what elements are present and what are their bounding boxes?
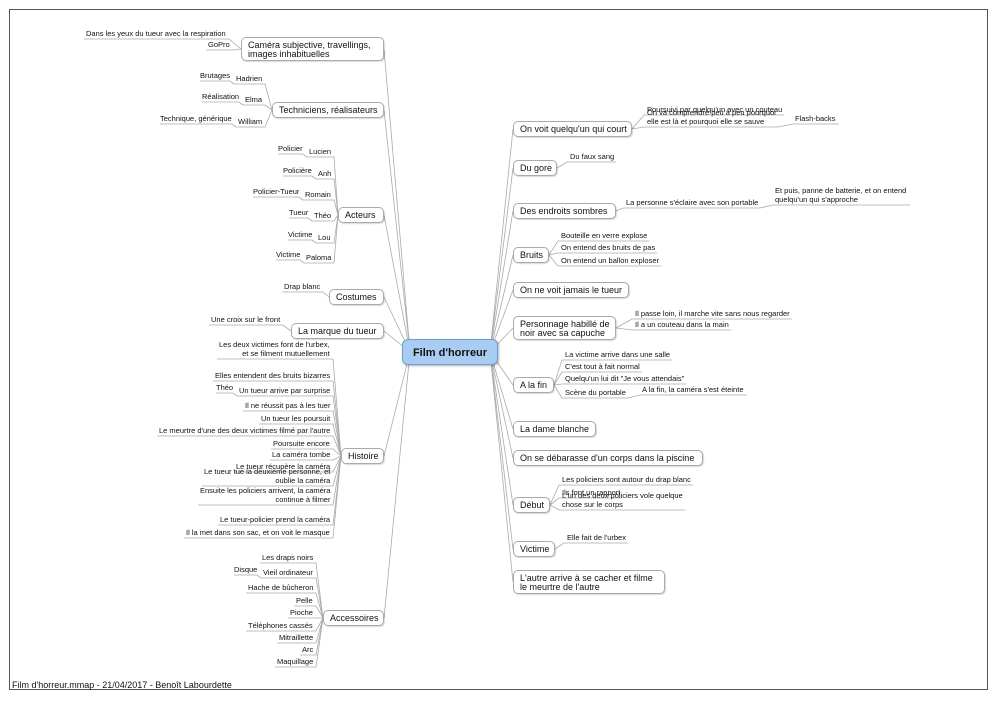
left-leaf: Dans les yeux du tueur avec la respirati… xyxy=(86,29,226,38)
left-subleaf: Théo xyxy=(216,383,234,392)
left-leaf: Pioche xyxy=(290,608,313,617)
left-leaf: Ensuite les policiers arrivent, la camér… xyxy=(200,486,331,504)
left-leaf: Le tueur tue la deuxième personne, et ou… xyxy=(204,467,331,485)
left-branch-6[interactable]: Accessoires xyxy=(323,610,384,626)
right-leaf: La victime arrive dans une salle xyxy=(565,350,671,359)
left-branch-2[interactable]: Acteurs xyxy=(338,207,384,223)
footer-caption: Film d'horreur.mmap - 21/04/2017 - Benoî… xyxy=(12,680,232,690)
right-branch-4[interactable]: On ne voit jamais le tueur xyxy=(513,282,629,298)
left-leaf: Le meurtre d'une des deux victimes filmé… xyxy=(159,426,331,435)
root-node[interactable]: Film d'horreur xyxy=(402,339,498,365)
left-leaf: Elles entendent des bruits bizarres xyxy=(215,371,331,380)
left-leaf: Hache de bûcheron xyxy=(248,583,314,592)
left-leaf: Théo xyxy=(314,211,332,220)
right-branch-7[interactable]: La dame blanche xyxy=(513,421,596,437)
left-leaf: Romain xyxy=(305,190,331,199)
left-leaf: Téléphones cassés xyxy=(248,621,313,630)
right-branch-2[interactable]: Des endroits sombres xyxy=(513,203,616,219)
left-leaf: Les draps noirs xyxy=(262,553,314,562)
right-branch-10[interactable]: Victime xyxy=(513,541,555,557)
right-leaf: On entend des bruits de pas xyxy=(561,243,656,252)
right-subleaf: A la fin, la caméra s'est éteinte xyxy=(642,385,744,394)
left-leaf: Les deux victimes font de l'urbex, et se… xyxy=(219,340,330,358)
left-leaf: Anh xyxy=(318,169,332,178)
right-leaf: C'est tout à fait normal xyxy=(565,362,640,371)
right-leaf: Il a un couteau dans la main xyxy=(635,320,729,329)
left-leaf: Hadrien xyxy=(236,74,263,83)
left-branch-4[interactable]: La marque du tueur xyxy=(291,323,384,339)
left-leaf: Une croix sur le front xyxy=(211,315,281,324)
left-subleaf: Policier xyxy=(278,144,303,153)
left-branch-3[interactable]: Costumes xyxy=(329,289,384,305)
left-subleaf: Technique, générique xyxy=(160,114,232,123)
left-branch-5[interactable]: Histoire xyxy=(341,448,384,464)
right-leaf: La personne s'éclaire avec son portable xyxy=(626,198,759,207)
left-leaf: Lucien xyxy=(309,147,332,156)
left-leaf: Le tueur-policier prend la caméra xyxy=(220,515,331,524)
left-leaf: William xyxy=(238,117,263,126)
left-leaf: Lou xyxy=(318,233,331,242)
left-subleaf: Victime xyxy=(276,250,301,259)
left-subleaf: Policier-Tueur xyxy=(253,187,300,196)
left-branch-0[interactable]: Caméra subjective, travellings, images i… xyxy=(241,37,384,61)
left-subleaf: Disque xyxy=(234,565,258,574)
right-leaf: Les policiers sont autour du drap blanc xyxy=(562,475,691,484)
left-leaf: Paloma xyxy=(306,253,332,262)
left-leaf: Il la met dans son sac, et on voit le ma… xyxy=(186,528,330,537)
right-leaf: Quelqu'un lui dit "Je vous attendais" xyxy=(565,374,685,383)
right-leaf: Elle fait de l'urbex xyxy=(567,533,626,542)
left-subleaf: Réalisation xyxy=(202,92,240,101)
left-leaf: Un tueur les poursuit xyxy=(261,414,331,423)
left-leaf: Pelle xyxy=(296,596,313,605)
right-leaf: Du faux sang xyxy=(570,152,615,161)
right-branch-1[interactable]: Du gore xyxy=(513,160,557,176)
right-subleaf: Flash-backs xyxy=(795,114,836,123)
right-subleaf: Et puis, panne de batterie, et on entend… xyxy=(775,186,907,204)
right-branch-3[interactable]: Bruits xyxy=(513,247,549,263)
right-branch-0[interactable]: On voit quelqu'un qui court xyxy=(513,121,632,137)
left-leaf: Un tueur arrive par surprise xyxy=(239,386,331,395)
left-leaf: Elma xyxy=(245,95,263,104)
right-leaf: Scène du portable xyxy=(565,388,626,397)
left-subleaf: Policière xyxy=(283,166,312,175)
left-leaf: Il ne réussit pas à les tuer xyxy=(245,401,331,410)
right-branch-5[interactable]: Personnage habillé de noir avec sa capuc… xyxy=(513,316,616,340)
left-leaf: Vieil ordinateur xyxy=(263,568,313,577)
right-leaf: On entend un ballon exploser xyxy=(561,256,659,265)
right-leaf: Bouteille en verre explose xyxy=(561,231,648,240)
right-branch-6[interactable]: A la fin xyxy=(513,377,554,393)
right-branch-8[interactable]: On se débarasse d'un corps dans la pisci… xyxy=(513,450,703,466)
left-leaf: Arc xyxy=(302,645,314,654)
right-leaf: Ils font un rapport xyxy=(562,488,621,497)
left-leaf: Poursuite encore xyxy=(273,439,330,448)
left-leaf: Drap blanc xyxy=(284,282,321,291)
left-subleaf: Brutages xyxy=(200,71,231,80)
left-leaf: GoPro xyxy=(208,40,230,49)
right-leaf: L'un des deux policiers vole quelque cho… xyxy=(562,491,683,509)
right-branch-11[interactable]: L'autre arrive à se cacher et filme le m… xyxy=(513,570,665,594)
left-leaf: Le tueur récupère la caméra xyxy=(236,462,331,471)
left-leaf: Mitraillette xyxy=(279,633,314,642)
page-frame xyxy=(9,9,988,690)
left-leaf: Maquillage xyxy=(277,657,314,666)
right-leaf: Poursuivi par quelqu'un avec un couteau xyxy=(647,105,783,114)
right-leaf: Il passe loin, il marche vite sans nous … xyxy=(635,309,790,318)
left-subleaf: Victime xyxy=(288,230,313,239)
left-branch-1[interactable]: Techniciens, réalisateurs xyxy=(272,102,384,118)
right-branch-9[interactable]: Début xyxy=(513,497,550,513)
left-subleaf: Tueur xyxy=(289,208,309,217)
left-leaf: La caméra tombe xyxy=(272,450,331,459)
right-leaf: On va comprendre peu à peu pourquoi elle… xyxy=(647,108,776,126)
